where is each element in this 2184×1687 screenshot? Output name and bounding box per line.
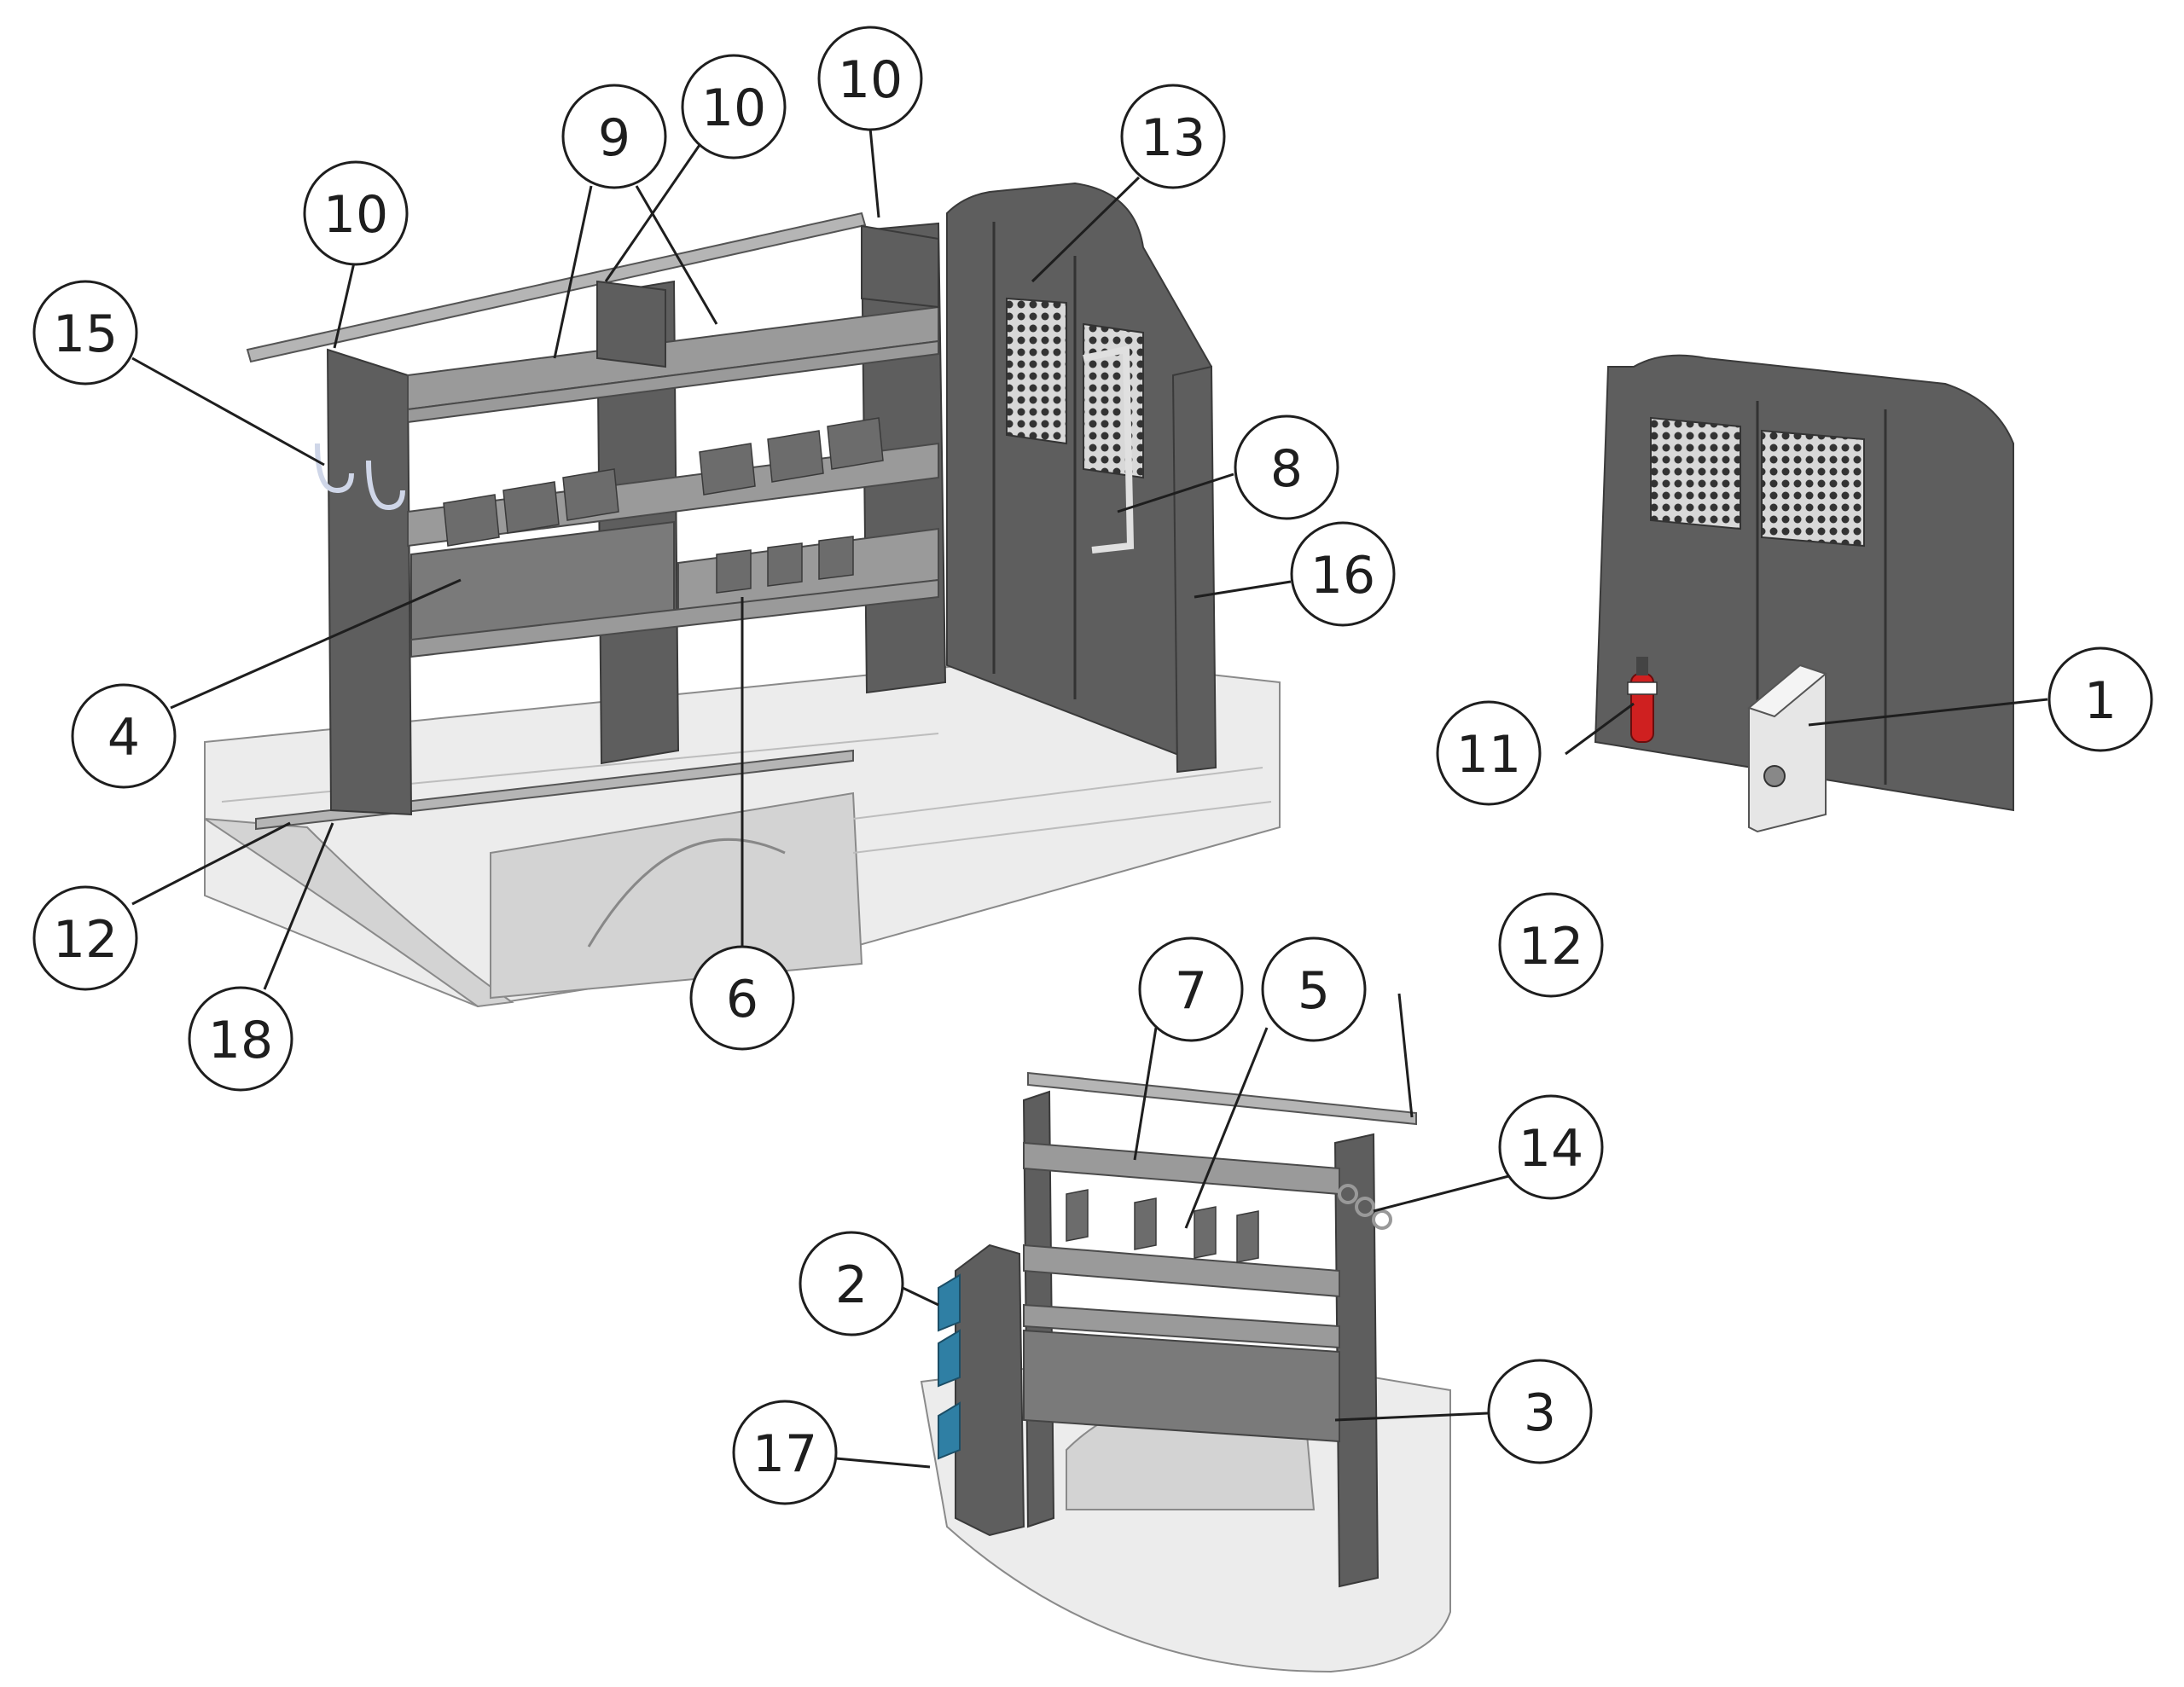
callout-10-left-label: 10	[323, 185, 388, 245]
callout-4: 4	[71, 683, 177, 789]
partition-wall	[946, 182, 1212, 769]
bin-column	[955, 1244, 1025, 1537]
shelf-end-cap-right	[861, 224, 939, 309]
leader-lines	[131, 127, 2048, 1469]
callout-2: 2	[799, 1231, 904, 1336]
callout-10-middle-label: 10	[701, 78, 766, 138]
callout-18: 18	[188, 986, 293, 1092]
ladder-hook	[1083, 345, 1135, 554]
left-end-panel	[326, 348, 413, 816]
callout-10-right-label: 10	[838, 50, 903, 110]
bulkhead-mesh-right	[1761, 429, 1865, 548]
callout-3-label: 3	[1524, 1383, 1556, 1443]
callout-17-label: 17	[752, 1424, 817, 1484]
lower-shelf-dividers	[1066, 1189, 1259, 1263]
callout-2-label: 2	[835, 1255, 868, 1315]
callout-15: 15	[32, 280, 138, 386]
callout-9: 9	[561, 84, 667, 189]
callout-7: 7	[1138, 936, 1244, 1042]
bin-middle	[938, 1329, 961, 1388]
top-shelf-front	[407, 339, 939, 424]
callout-6-label: 6	[726, 970, 758, 1029]
callout-1: 1	[2048, 646, 2153, 752]
assembly-partition	[1594, 354, 2014, 833]
callout-12-upper-label: 12	[53, 910, 118, 970]
callout-10-middle: 10	[681, 54, 787, 159]
callout-7-label: 7	[1175, 961, 1207, 1021]
upper-mount-rail	[246, 212, 867, 363]
upper-rail-lower	[1027, 1071, 1417, 1126]
bin-bottom	[938, 1401, 961, 1460]
j-hook-right	[366, 460, 405, 511]
callout-8-label: 8	[1270, 439, 1303, 499]
callout-14: 14	[1498, 1094, 1604, 1200]
callout-8: 8	[1234, 415, 1339, 520]
bulkhead-mesh-left	[1650, 416, 1741, 530]
divided-shelf-lower	[1023, 1244, 1340, 1298]
bottom-shelf	[410, 578, 939, 658]
cabinet-lower	[1023, 1329, 1340, 1443]
assembly-narrow-shelving	[920, 1071, 1451, 1673]
callout-14-label: 14	[1519, 1119, 1583, 1179]
bin-top	[938, 1273, 961, 1332]
side-panel	[1171, 365, 1217, 774]
work-shelf-lower	[1023, 1303, 1340, 1349]
top-shelf-lower	[1023, 1141, 1340, 1196]
callout-5-label: 5	[1298, 961, 1330, 1021]
callout-13-label: 13	[1141, 108, 1205, 168]
shelf-dividers	[443, 417, 884, 547]
callout-9-label: 9	[598, 108, 630, 168]
tray-dividers	[716, 536, 854, 594]
callout-11-label: 11	[1456, 725, 1521, 785]
partition-mesh-left	[1006, 297, 1067, 445]
callout-15-label: 15	[53, 304, 118, 364]
van-floor-front-edge	[204, 818, 514, 1008]
callout-3: 3	[1487, 1359, 1593, 1464]
callout-17: 17	[732, 1400, 838, 1505]
callout-10-right: 10	[817, 26, 923, 131]
callout-13: 13	[1120, 84, 1226, 189]
callout-4-label: 4	[107, 708, 140, 768]
callout-18-label: 18	[208, 1011, 273, 1070]
shelf-end-cap-left	[596, 280, 666, 368]
callout-1-label: 1	[2084, 671, 2117, 731]
callout-11: 11	[1436, 700, 1542, 806]
callout-6: 6	[689, 945, 795, 1051]
callout-12-lower: 12	[1498, 892, 1604, 998]
wheel-well	[490, 791, 863, 1000]
assembly-main-van	[204, 182, 1281, 1008]
partition-mesh-right	[1083, 322, 1144, 479]
callout-12-lower-label: 12	[1519, 917, 1583, 977]
callout-12-upper: 12	[32, 885, 138, 991]
j-hook-left	[315, 443, 354, 494]
callout-10-left: 10	[303, 160, 409, 266]
tool-holders	[1338, 1184, 1392, 1230]
callout-16: 16	[1290, 521, 1396, 627]
callout-5: 5	[1261, 936, 1367, 1042]
callout-16-label: 16	[1310, 546, 1375, 606]
